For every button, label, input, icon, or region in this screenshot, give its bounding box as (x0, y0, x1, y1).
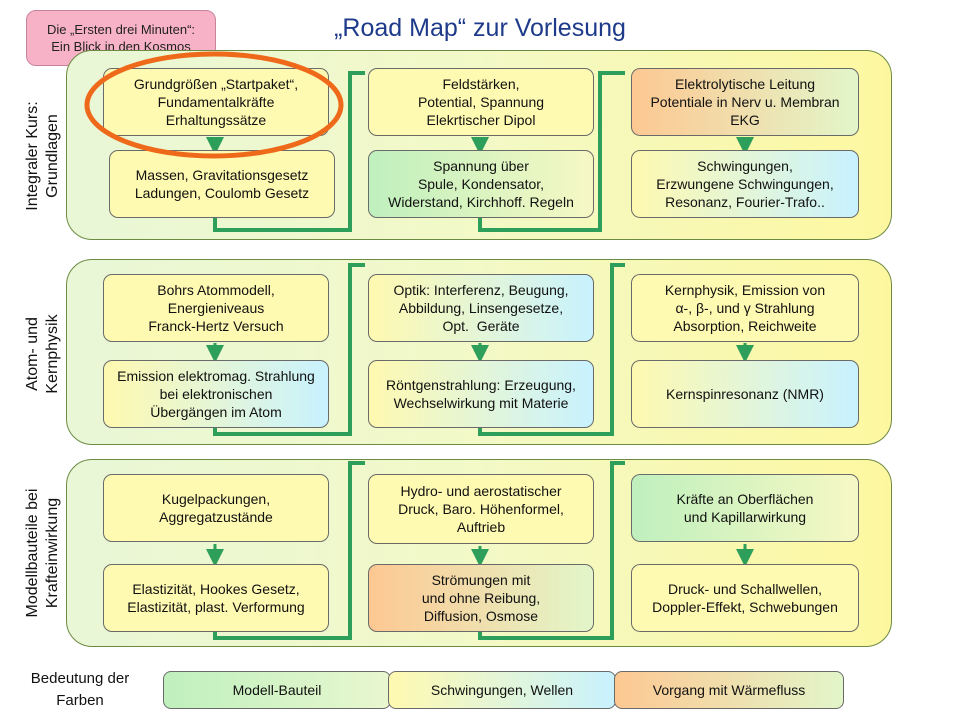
node-kugelpackungen[interactable]: Kugelpackungen, Aggregatzustände (103, 474, 329, 542)
node-hydrostatik[interactable]: Hydro- und aerostatischer Druck, Baro. H… (368, 474, 594, 544)
node-optik[interactable]: Optik: Interferenz, Beugung, Abbildung, … (368, 274, 594, 342)
section-label-modellbauteile: Modellbauteile bei Krafteinwirkung (24, 488, 61, 618)
section-label-grundlagen: Integraler Kurs: Grundlagen (24, 101, 61, 211)
legend-model-bauteil: Modell-Bauteil (163, 671, 391, 709)
legend-schwingungen-wellen: Schwingungen, Wellen (388, 671, 616, 709)
node-emission-strahlung[interactable]: Emission elektromag. Strahlung bei elekt… (103, 360, 329, 428)
node-feldstaerken[interactable]: Feldstärken, Potential, Spannung Elekrti… (368, 68, 594, 136)
legend-label: Bedeutung der Farben (30, 670, 130, 709)
legend-waermefluss: Vorgang mit Wärmefluss (614, 671, 844, 709)
node-kernphysik[interactable]: Kernphysik, Emission von α-, β-, und γ S… (631, 274, 859, 342)
node-roentgenstrahlung[interactable]: Röntgenstrahlung: Erzeugung, Wechselwirk… (368, 360, 594, 428)
node-elastizitaet[interactable]: Elastizität, Hookes Gesetz, Elastizität,… (103, 564, 329, 632)
page-title: „Road Map“ zur Vorlesung (334, 14, 626, 42)
node-spannung-kirchhoff[interactable]: Spannung über Spule, Kondensator, Widers… (368, 150, 594, 218)
node-bohrs-atommodell[interactable]: Bohrs Atommodell, Energieniveaus Franck-… (103, 274, 329, 342)
node-kraefte-oberflaechen[interactable]: Kräfte an Oberflächen und Kapillarwirkun… (631, 474, 859, 542)
section-label-atom-kern: Atom- und Kernphysik (24, 314, 61, 394)
node-druck-schallwellen[interactable]: Druck- und Schallwellen, Doppler-Effekt,… (631, 564, 859, 632)
node-elektrolytische-leitung[interactable]: Elektrolytische Leitung Potentiale in Ne… (631, 68, 859, 136)
intro-box[interactable]: Die „Ersten drei Minuten“: Ein Blick in … (26, 10, 216, 66)
node-massen-ladungen[interactable]: Massen, Gravitationsgesetz Ladungen, Cou… (109, 150, 335, 218)
node-grundgroessen[interactable]: Grundgrößen „Startpaket“, Fundamentalkrä… (103, 68, 329, 136)
node-kernspinresonanz[interactable]: Kernspinresonanz (NMR) (631, 360, 859, 428)
node-stroemungen[interactable]: Strömungen mit und ohne Reibung, Diffusi… (368, 564, 594, 632)
node-schwingungen[interactable]: Schwingungen, Erzwungene Schwingungen, R… (631, 150, 859, 218)
